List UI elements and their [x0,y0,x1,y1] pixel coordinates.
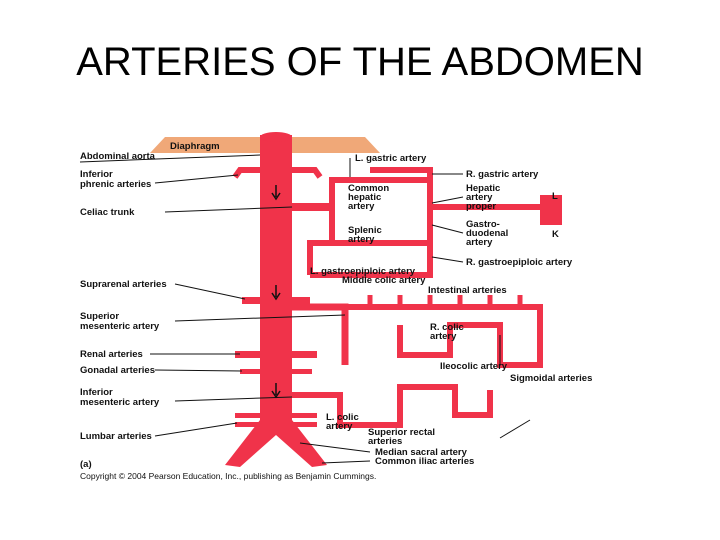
right-leader-lines [299,158,531,464]
label-right_labels-13: arteries [368,436,402,447]
label-inner_labels-0: Common [348,183,389,194]
arteries-diagram: Diaphragm Abdominal aorta Inferior phren… [79,132,592,481]
label-right_labels-7: artery [466,237,493,248]
label-right_labels-15: Common iliac arteries [375,456,474,467]
label-right_labels-12: Superior rectal [368,427,435,438]
left-labels: Abdominal aorta Inferior phrenic arterie… [80,151,167,470]
label-inner_labels-4: artery [348,234,375,245]
inner-labels: Common hepatic artery Splenic artery L. … [310,183,464,432]
intestinal-arteries [345,304,543,368]
label-left_labels-6: mesenteric artery [80,321,160,332]
label-right_labels-0: L. gastric artery [355,153,427,164]
gonadal-arteries [240,369,312,374]
label-left_labels-9: Inferior [80,387,113,398]
label-left_labels-4: Suprarenal arteries [80,279,167,290]
label-inner_labels-1: hepatic [348,192,381,203]
label-right_labels-8: R. gastroepiploic artery [466,257,573,268]
label-inner_labels-7: R. colic [430,322,464,333]
lumbar-arteries [235,413,317,418]
label-right_labels-10: Ileocolic artery [440,361,508,372]
abdominal-aorta [260,135,292,425]
label-left_labels-11: Lumbar arteries [80,431,152,442]
liver-letter: L [552,191,558,202]
slide-title: ARTERIES OF THE ABDOMEN [76,40,644,84]
hepatic-artery-proper [370,167,433,207]
copyright-text: Copyright © 2004 Pearson Education, Inc.… [80,471,376,481]
label-left_labels-1: Inferior [80,169,113,180]
label-left_labels-5: Superior [80,311,119,322]
label-inner_labels-8: artery [430,331,457,342]
label-right_labels-3: artery [466,192,493,203]
suprarenal-arteries [242,297,310,304]
label-right_labels-1: R. gastric artery [466,169,539,180]
diaphragm-label: Diaphragm [170,141,220,152]
label-inner_labels-9: L. colic [326,412,359,423]
left-leader-lines [79,154,346,437]
label-left_labels-12: (a) [80,459,92,470]
kidney-letter: K [552,229,559,240]
label-left_labels-3: Celiac trunk [80,207,135,218]
label-inner_labels-5: L. gastroepiploic artery [310,266,416,277]
label-inner_labels-10: artery [326,421,353,432]
label-right_labels-2: Hepatic [466,183,500,194]
splenic-artery [307,207,335,275]
label-left_labels-10: mesenteric artery [80,397,160,408]
liver-branch [540,195,562,225]
label-right_labels-11: Sigmoidal arteries [510,373,592,384]
label-right_labels-6: duodenal [466,228,508,239]
renal-arteries [235,351,317,358]
label-right_labels-14: Median sacral artery [375,447,468,458]
right-labels: L. gastric artery R. gastric artery Hepa… [355,153,592,467]
label-right_labels-4: proper [466,201,496,212]
label-inner_labels-6: Middle colic artery [342,275,426,286]
label-left_labels-0: Abdominal aorta [80,151,156,162]
label-right_labels-5: Gastro- [466,219,500,230]
label-inner_labels-2: artery [348,201,375,212]
label-left_labels-8: Gonadal arteries [80,365,155,376]
label-right_labels-9: Intestinal arteries [428,285,507,296]
inferior-mesenteric-artery [292,384,493,428]
label-left_labels-2: phrenic arteries [80,179,151,190]
aorta-flow-arrows [271,185,281,399]
label-inner_labels-3: Splenic [348,225,382,236]
label-left_labels-7: Renal arteries [80,349,143,360]
common-iliac-arteries [225,420,327,467]
